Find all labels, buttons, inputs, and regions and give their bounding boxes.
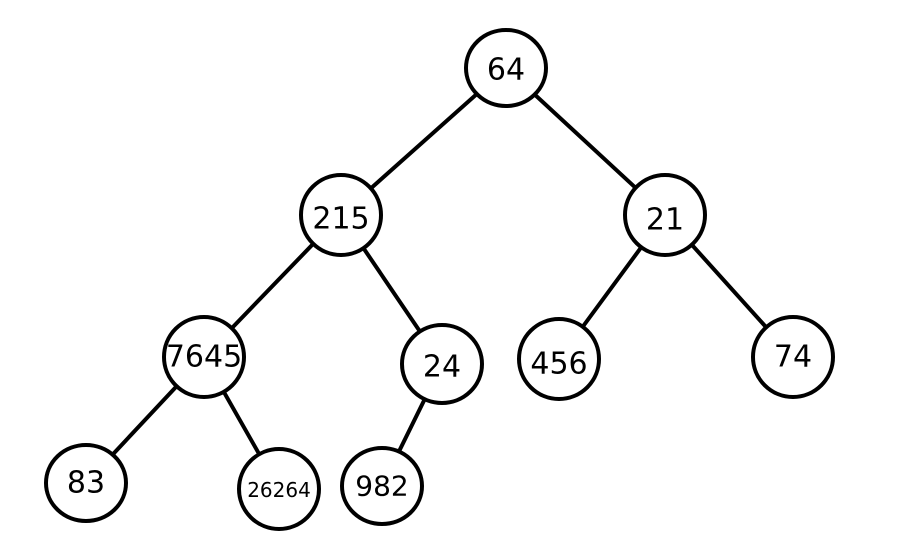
node-circle	[162, 315, 246, 399]
node-label: 74	[774, 340, 812, 375]
tree-node-24: 24	[400, 323, 484, 405]
node-label: 26264	[247, 478, 311, 502]
node-circle	[299, 173, 383, 257]
tree-node-456: 456	[517, 317, 601, 401]
node-label: 83	[67, 466, 105, 501]
tree-node-64: 64	[464, 28, 548, 108]
node-label: 64	[487, 53, 525, 88]
tree-node-215: 215	[299, 173, 383, 257]
node-circle	[44, 443, 128, 523]
node-label: 24	[423, 350, 461, 385]
node-circle	[340, 446, 424, 526]
node-circle	[237, 447, 321, 531]
tree-node-982: 982	[340, 446, 424, 526]
node-label: 456	[530, 347, 587, 382]
node-label: 982	[355, 470, 408, 503]
node-circle	[464, 28, 548, 108]
node-circle	[623, 173, 707, 257]
tree-node-7645: 7645	[162, 315, 246, 399]
edges-layer	[84, 66, 795, 491]
tree-node-83: 83	[44, 443, 128, 523]
node-circle	[751, 315, 835, 399]
node-label: 215	[312, 202, 369, 237]
node-circle	[400, 323, 484, 405]
tree-node-21: 21	[623, 173, 707, 257]
tree-node-26264: 26264	[237, 447, 321, 531]
tree-node-74: 74	[751, 315, 835, 399]
node-circle	[517, 317, 601, 401]
nodes-layer: 64 215 21 7645 24 456 74 83 26264 982	[44, 28, 835, 531]
node-label: 7645	[166, 340, 242, 375]
node-label: 21	[646, 203, 684, 238]
